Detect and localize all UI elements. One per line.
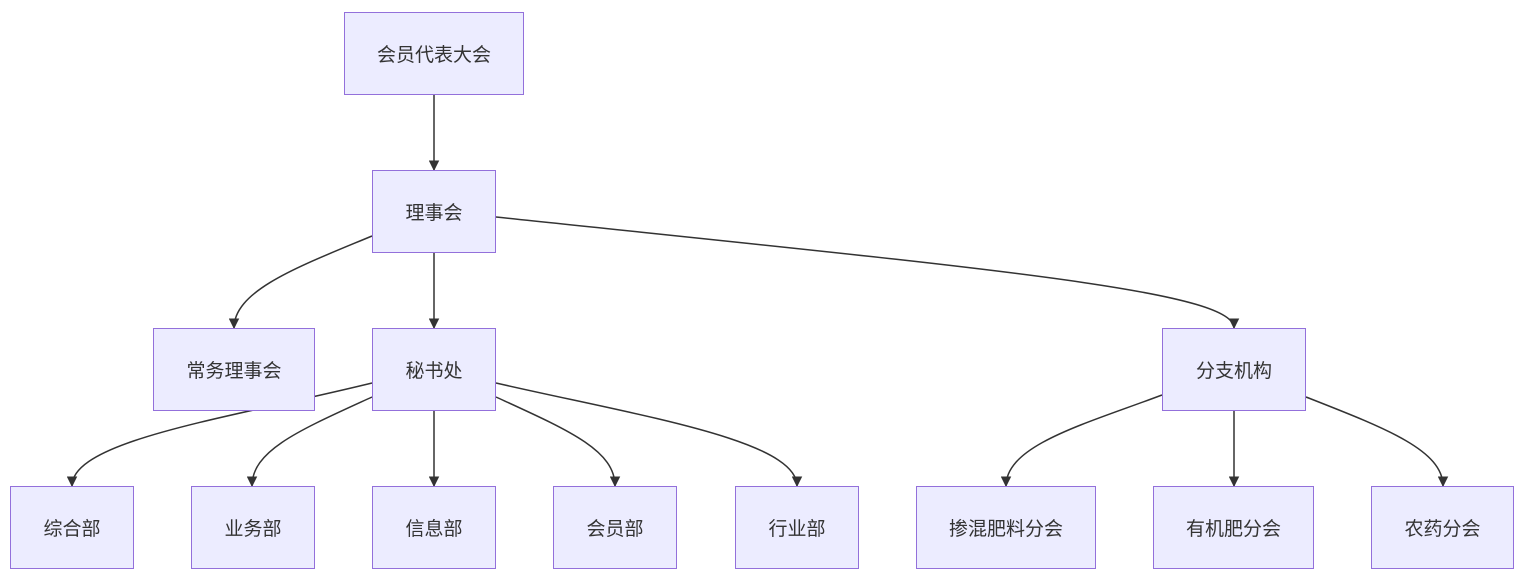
node-info-dept[interactable]: 信息部 xyxy=(372,486,496,569)
edge-branches-to-pesticide-branch xyxy=(1305,396,1449,488)
node-member-dept[interactable]: 会员部 xyxy=(553,486,677,569)
node-blended-fertilizer-branch[interactable]: 掺混肥料分会 xyxy=(916,486,1096,569)
node-pesticide-branch[interactable]: 农药分会 xyxy=(1371,486,1514,569)
node-standing-council[interactable]: 常务理事会 xyxy=(153,328,315,411)
node-assembly[interactable]: 会员代表大会 xyxy=(344,12,524,95)
edge-council-to-branches xyxy=(495,216,1240,330)
node-general-dept[interactable]: 综合部 xyxy=(10,486,134,569)
edge-secretariat-to-industry-dept xyxy=(495,382,803,488)
edge-council-to-standing-council xyxy=(228,235,373,330)
edge-branches-to-blended-fertilizer-branch xyxy=(1000,394,1163,488)
edge-secretariat-to-business-dept xyxy=(246,396,373,488)
node-secretariat[interactable]: 秘书处 xyxy=(372,328,496,411)
node-council[interactable]: 理事会 xyxy=(372,170,496,253)
edge-secretariat-to-general-dept xyxy=(66,382,373,488)
node-organic-fertilizer-branch[interactable]: 有机肥分会 xyxy=(1153,486,1314,569)
node-business-dept[interactable]: 业务部 xyxy=(191,486,315,569)
edge-secretariat-to-member-dept xyxy=(495,396,621,488)
node-branches[interactable]: 分支机构 xyxy=(1162,328,1306,411)
node-industry-dept[interactable]: 行业部 xyxy=(735,486,859,569)
